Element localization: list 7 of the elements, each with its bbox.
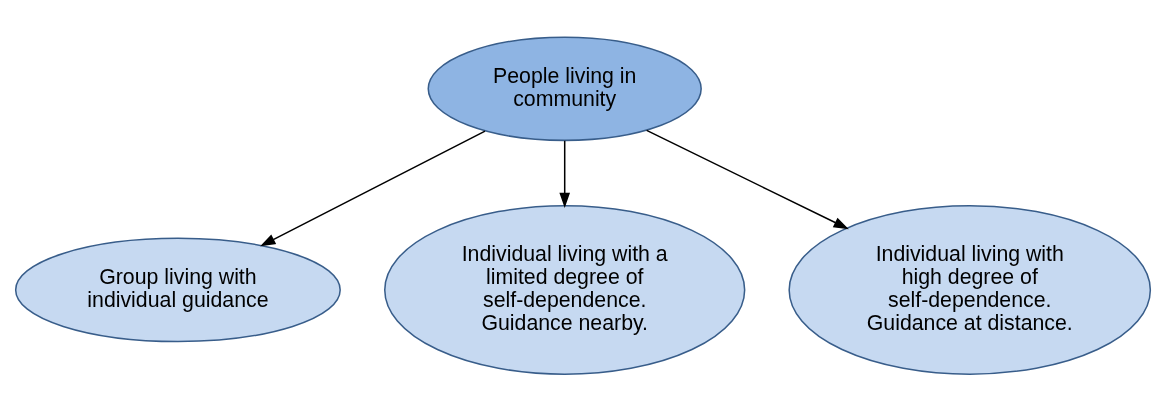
arrow bbox=[260, 130, 486, 247]
node-ellipse: Group living with individual guidance bbox=[14, 237, 341, 343]
arrow bbox=[645, 129, 849, 230]
node-ellipse: People living in community bbox=[427, 36, 702, 142]
arrow bbox=[559, 140, 571, 208]
node-ellipse: Individual living with a limited degree of self-dependence. Guidance nearby. bbox=[384, 204, 746, 375]
node-ellipse: Individual living with high degree of self-dependence. Guidance at distance. bbox=[788, 204, 1152, 375]
